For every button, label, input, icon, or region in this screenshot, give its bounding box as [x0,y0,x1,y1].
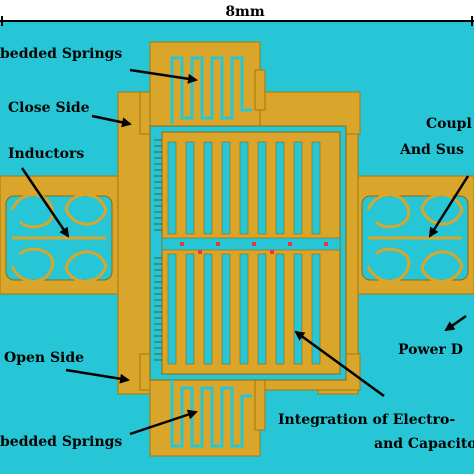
label-inductors: Inductors [8,146,84,162]
bottom-spring [170,380,252,448]
arrow-springs-top [129,68,198,84]
arrow-close-side [91,114,132,128]
arrow-coupling [428,175,470,238]
label-embedded-springs-bottom: bedded Springs [0,434,122,450]
comb-fingers-bottom [167,253,321,365]
dimension-bar: 8mm [0,2,474,26]
label-close-side: Close Side [8,100,90,116]
label-coupling-1: Coupl [426,116,472,132]
left-inductor [5,193,113,283]
contact-dots [180,242,328,254]
comb-fingers-top [167,141,321,235]
comb-hatch [154,139,162,361]
label-coupling-2: And Sus [399,142,464,158]
arrow-springs-bottom [129,409,198,436]
annotation-arrows [20,68,470,436]
dimension-label: 8mm [225,4,265,20]
label-open-side: Open Side [4,350,84,366]
top-spring [170,56,252,124]
arrow-inductors [20,167,70,238]
label-embedded-springs-top: bedded Springs [0,46,122,62]
arrow-open-side [65,368,130,384]
arrow-power-divider [444,314,467,332]
label-power-divider: Power D [398,342,463,358]
right-inductor [361,193,469,283]
label-integration-1: Integration of Electro- [278,412,455,428]
label-integration-2: and Capacito [374,436,474,452]
arrow-integration [294,330,385,398]
labels: bedded Springs Close Side Inductors Coup… [0,46,474,452]
center-gap [161,237,341,251]
